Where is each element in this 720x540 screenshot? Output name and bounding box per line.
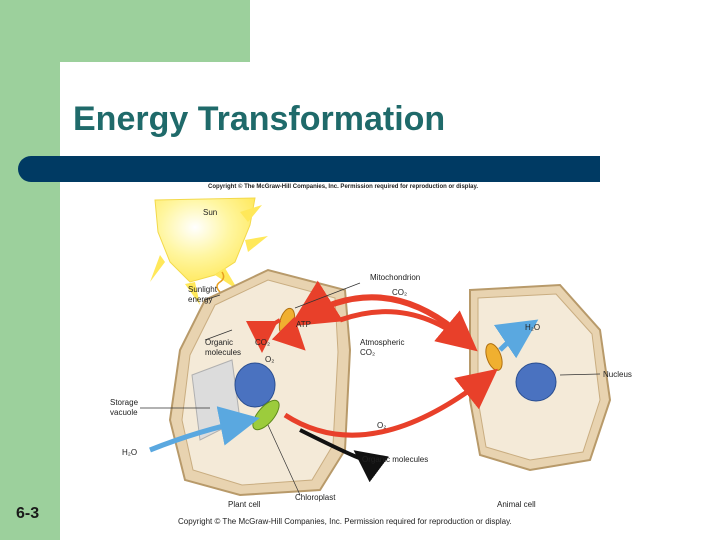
animal-cell: [469, 283, 612, 472]
co2-arrow-short: [271, 316, 306, 351]
label-co2-left: CO₂: [255, 338, 270, 347]
label-nucleus: Nucleus: [603, 370, 632, 379]
top-green-band: [0, 0, 250, 62]
label-animal-cell: Animal cell: [497, 500, 536, 509]
slide-title: Energy Transformation: [73, 100, 446, 138]
label-atmospheric-1: Atmospheric: [360, 338, 404, 347]
label-h2o-left: H₂O: [122, 448, 137, 457]
label-o2-left: O₂: [265, 355, 274, 364]
organic-molecules-arrow: [299, 428, 389, 483]
label-organic-2: molecules: [205, 348, 241, 357]
o2-arrow: [283, 368, 498, 438]
label-organic-1: Organic: [205, 338, 233, 347]
h2o-out-arrow: [493, 319, 539, 359]
label-storage-2: vacuole: [110, 408, 138, 417]
label-atmospheric-2: CO₂: [360, 348, 375, 357]
left-green-band: [0, 0, 60, 540]
label-mitochondrion: Mitochondrion: [370, 273, 420, 282]
h2o-in-arrow: [149, 406, 260, 453]
sun-icon: [150, 197, 268, 305]
atp-arrow: [246, 318, 282, 353]
label-atp: ATP: [296, 320, 311, 329]
label-sunlight-2: energy: [188, 295, 212, 304]
copyright-top: Copyright © The McGraw-Hill Companies, I…: [208, 184, 479, 190]
label-co2-top: CO₂: [392, 288, 407, 297]
label-h2o-right: H₂O: [525, 323, 540, 332]
label-sun: Sun: [203, 208, 217, 217]
animal-nucleus: [515, 362, 557, 402]
label-organic-bottom: Organic molecules: [362, 455, 428, 464]
label-o2-mid: O₂: [377, 421, 386, 430]
co2-arrow-mid: [339, 309, 478, 352]
label-chloroplast: Chloroplast: [295, 493, 336, 502]
label-plant-cell: Plant cell: [228, 500, 261, 509]
label-sunlight-1: Sunlight: [188, 285, 218, 294]
copyright-bottom: Copyright © The McGraw-Hill Companies, I…: [178, 517, 512, 526]
label-storage-1: Storage: [110, 398, 139, 407]
slide-number: 6-3: [16, 505, 40, 522]
title-underline-bar: [18, 156, 600, 182]
plant-nucleus: [234, 362, 276, 408]
